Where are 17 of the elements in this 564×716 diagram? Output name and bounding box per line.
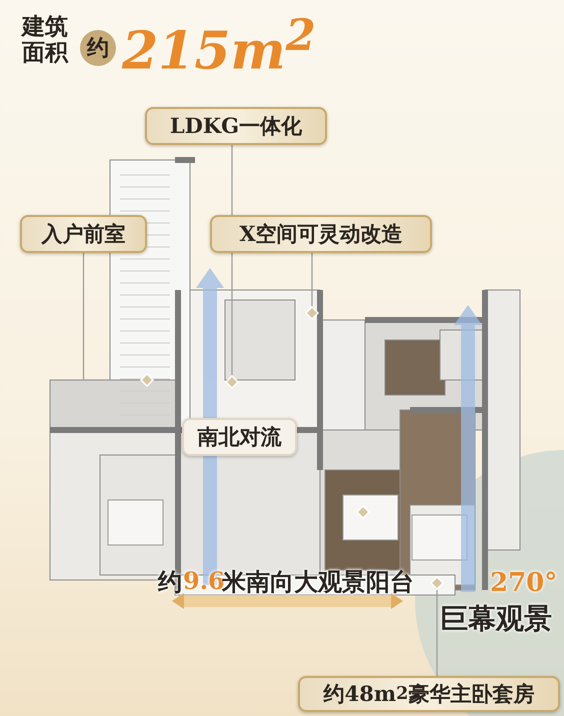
callout-label: 南北对流 [182,418,297,456]
area-value: 215m$^{2}$ [122,10,316,82]
leader-line [436,590,438,676]
diamond-marker [140,373,154,387]
callout-label: X空间可灵动改造 [210,215,432,253]
callout-label: 入户前室 [20,215,147,253]
view-angle-value: 270° [490,568,558,598]
diamond-marker [430,576,444,590]
callout-label: LDKG一体化 [145,107,327,145]
diamond-marker [305,306,319,320]
diamond-marker [225,375,239,389]
leader-line [82,253,140,381]
area-label: 建筑面积 [22,14,70,67]
diamond-marker [356,505,370,519]
view-label: 巨幕观景 [440,601,552,637]
approx-badge: 约 [80,30,116,66]
leader-line [311,253,313,306]
